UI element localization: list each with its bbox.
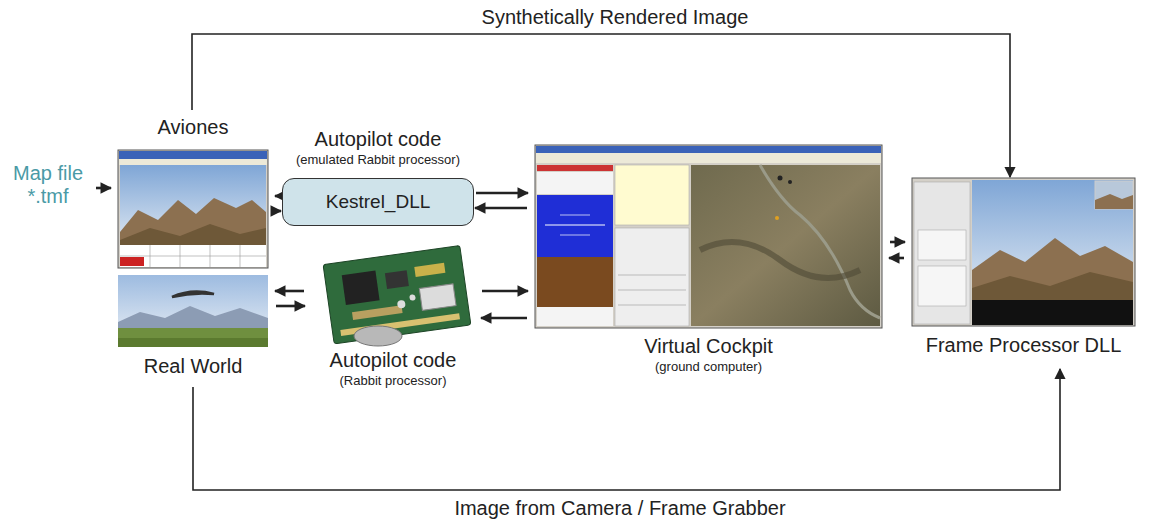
node-label: Autopilot code	[282, 128, 474, 151]
simulator-window: Aviones	[112, 112, 274, 268]
node-label: Virtual Cockpit	[529, 335, 888, 358]
image-feed-arrow	[192, 34, 1010, 177]
data-link-arrow	[276, 305, 305, 308]
data-link-arrow	[275, 195, 280, 198]
node-label: Map file *.tmf	[2, 162, 94, 208]
autopilot-board	[323, 246, 471, 346]
node-sublabel: (Rabbit processor)	[306, 374, 480, 389]
file-input: Map file *.tmf	[2, 160, 94, 216]
autopilot-hardware: Autopilot code (Rabbit processor)	[306, 245, 480, 395]
node-sublabel: (emulated Rabbit processor)	[282, 153, 474, 168]
data-link-arrow	[890, 241, 905, 244]
frame-processor-screenshot	[912, 178, 1135, 326]
frame-processor: Frame Processor DLL	[906, 178, 1141, 368]
ground-station: Virtual Cockpit (ground computer)	[529, 145, 888, 377]
emulated-autopilot: Autopilot code (emulated Rabbit processor…	[282, 128, 474, 226]
node-label: Frame Processor DLL	[906, 334, 1141, 357]
data-link-arrow	[276, 210, 281, 213]
aviones-screenshot	[118, 150, 268, 268]
real-world-photo-box: Real World	[112, 275, 274, 385]
data-link-arrow	[481, 317, 527, 320]
data-link-arrow	[96, 187, 111, 190]
edge-label: Image from Camera / Frame Grabber	[450, 497, 789, 520]
real-world-photo	[118, 275, 268, 347]
data-link-arrow	[476, 192, 528, 195]
node-sublabel: (ground computer)	[529, 360, 888, 375]
node-label: Aviones	[112, 116, 274, 139]
data-link-arrow	[889, 257, 904, 260]
node-sublabel: Kestrel_DLL	[326, 191, 431, 213]
data-link-arrow	[275, 290, 304, 293]
data-link-arrow	[482, 290, 528, 293]
dll-box: Kestrel_DLL	[282, 178, 474, 226]
data-link-arrow	[475, 207, 527, 210]
node-label: Autopilot code	[306, 349, 480, 372]
edge-label: Synthetically Rendered Image	[478, 6, 753, 29]
virtual-cockpit-screenshot	[535, 145, 882, 328]
node-label: Real World	[112, 355, 274, 378]
image-feed-arrow	[193, 369, 1060, 490]
